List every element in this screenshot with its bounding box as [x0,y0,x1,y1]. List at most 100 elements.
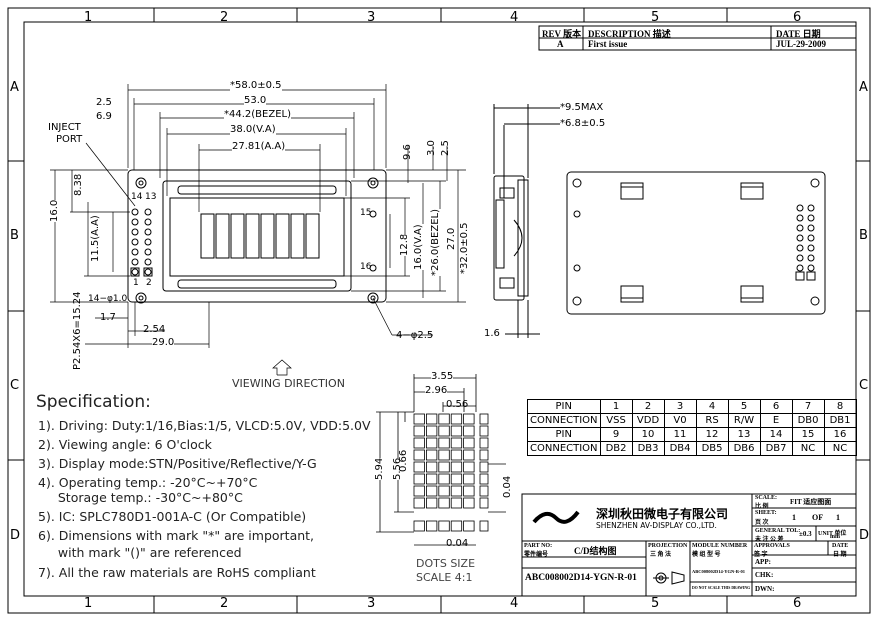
dots-5-94: 5.94 [374,457,385,480]
spec-line-2: 2). Viewing angle: 6 O'clock [38,437,212,452]
company-logo [532,510,580,524]
spec-line-9: 7). All the raw materials are RoHS compl… [38,565,316,580]
dot-cell [425,425,438,437]
table-cell: 15 [791,427,825,442]
dot-cell [413,437,425,449]
dim-16-va: 16.0(V.A) [413,224,424,270]
dot-cell [438,520,450,532]
dot-cell [413,473,425,485]
dot-cell [450,485,463,497]
dim-58: *58.0±0.5 [230,80,282,91]
table-cell: DB4 [663,441,697,456]
col-label-3: 3 [367,10,376,25]
sheet-of: OF [812,513,824,522]
table-cell: DB2 [599,441,633,456]
dot-cell [438,413,450,425]
row-label-b: B [10,228,19,243]
dot-cell [438,485,450,497]
dim-11-5: 11.5(A.A) [90,215,101,262]
unit-label: UNIT 单位 [818,531,847,537]
spec-line-1: 1). Driving: Duty:1/16,Bias:1/5, VLCD:5.… [38,418,371,433]
table-cell: DB6 [727,441,761,456]
dot-cell [425,413,438,425]
table-cell: PIN [527,399,601,414]
dot-cell [479,461,489,473]
dot-cell [438,449,450,461]
dim-9-5: *9.5MAX [560,102,604,113]
dot-cell [463,437,475,449]
table-row: PIN 1 2 3 4 5 6 7 8 [527,399,857,414]
table-cell: CONNECTION [527,441,601,456]
spec-line-4: 4). Operating temp.: -20°C~+70°C [38,475,258,490]
dot-cell [425,473,438,485]
sheet-label: SHEET: [755,510,777,516]
scale-value: FIT 适应图面 [790,498,832,506]
dots-0-56: 0.56 [446,399,469,410]
table-cell: VSS [599,413,633,428]
pin-label-15: 15 [360,208,372,218]
company-name-en: SHENZHEN AV-DISPLAY CO.,LTD. [596,521,717,530]
dot-cell [479,485,489,497]
spec-line-7: 6). Dimensions with mark "*" are importa… [38,528,315,543]
table-cell: 7 [791,399,825,414]
table-cell: DB5 [695,441,729,456]
col-label-6-bottom: 6 [793,596,802,611]
dot-cell [413,461,425,473]
table-cell: 8 [823,399,857,414]
dim-6-8: *6.8±0.5 [560,118,606,129]
dim-2-5: 2.5 [96,97,112,108]
dot-cell [479,425,489,437]
col-label-1: 1 [84,10,93,25]
part-no-label: PART NO: [524,543,553,549]
dot-cell [450,413,463,425]
port-label: PORT [56,134,83,145]
col-label-5-bottom: 5 [651,596,660,611]
pin-label-14: 14 [131,192,143,202]
pin-label-13: 13 [145,192,157,202]
module-number-value: ABC008002D14-YGN-R-01 [692,569,745,574]
sheet-value: 1 [792,513,796,522]
table-cell: 5 [727,399,761,414]
dot-cell [425,520,438,532]
dots-2-96: 2.96 [425,385,448,396]
module-number-label: MODULE NUMBER [692,543,748,549]
approvals-cn: 签 字 [754,552,768,558]
sheet-cn: 页 次 [755,520,769,526]
spec-line-6: 5). IC: SPLC780D1-001A-C (Or Compatible) [38,509,307,524]
col-label-5: 5 [651,10,660,25]
tolerance-label: GENERAL TOL: [755,528,801,534]
dot-cell [425,449,438,461]
dots-3-55: 3.55 [431,371,454,382]
rev-value: A [557,39,564,49]
dot-cell [438,437,450,449]
title-block [521,493,857,597]
table-cell: DB7 [759,441,793,456]
spec-line-3: 3). Display mode:STN/Positive/Reflective… [38,456,317,471]
table-cell: DB1 [823,413,857,428]
dot-matrix-detail [376,374,506,546]
sheet-total: 1 [836,513,840,522]
dot-cell [479,497,489,509]
table-cell: 4 [695,399,729,414]
pin-table: PIN 1 2 3 4 5 6 7 8 CONNECTION VSS VDD V… [527,399,857,456]
table-cell: 12 [695,427,729,442]
dot-cell [463,425,475,437]
dim-hole: 4−φ2.5 [396,330,434,341]
inject-label: INJECT [48,122,81,133]
desc-header: DESCRIPTION 描述 [588,29,671,39]
date-value: JUL-29-2009 [776,39,826,49]
table-cell: E [759,413,793,428]
dim-14-holes: 14−φ1.0 [88,294,128,304]
col-label-1-bottom: 1 [84,596,93,611]
dot-cell [450,425,463,437]
table-row: CONNECTION VSS VDD V0 RS R/W E DB0 DB1 [527,413,857,428]
dot-cell [463,485,475,497]
dot-cell [438,461,450,473]
dot-cell [479,413,489,425]
dot-cell [438,497,450,509]
front-view [127,169,387,304]
col-label-4: 4 [510,10,519,25]
table-cell: CONNECTION [527,413,601,428]
spec-line-5: Storage temp.: -30°C~+80°C [38,490,243,505]
